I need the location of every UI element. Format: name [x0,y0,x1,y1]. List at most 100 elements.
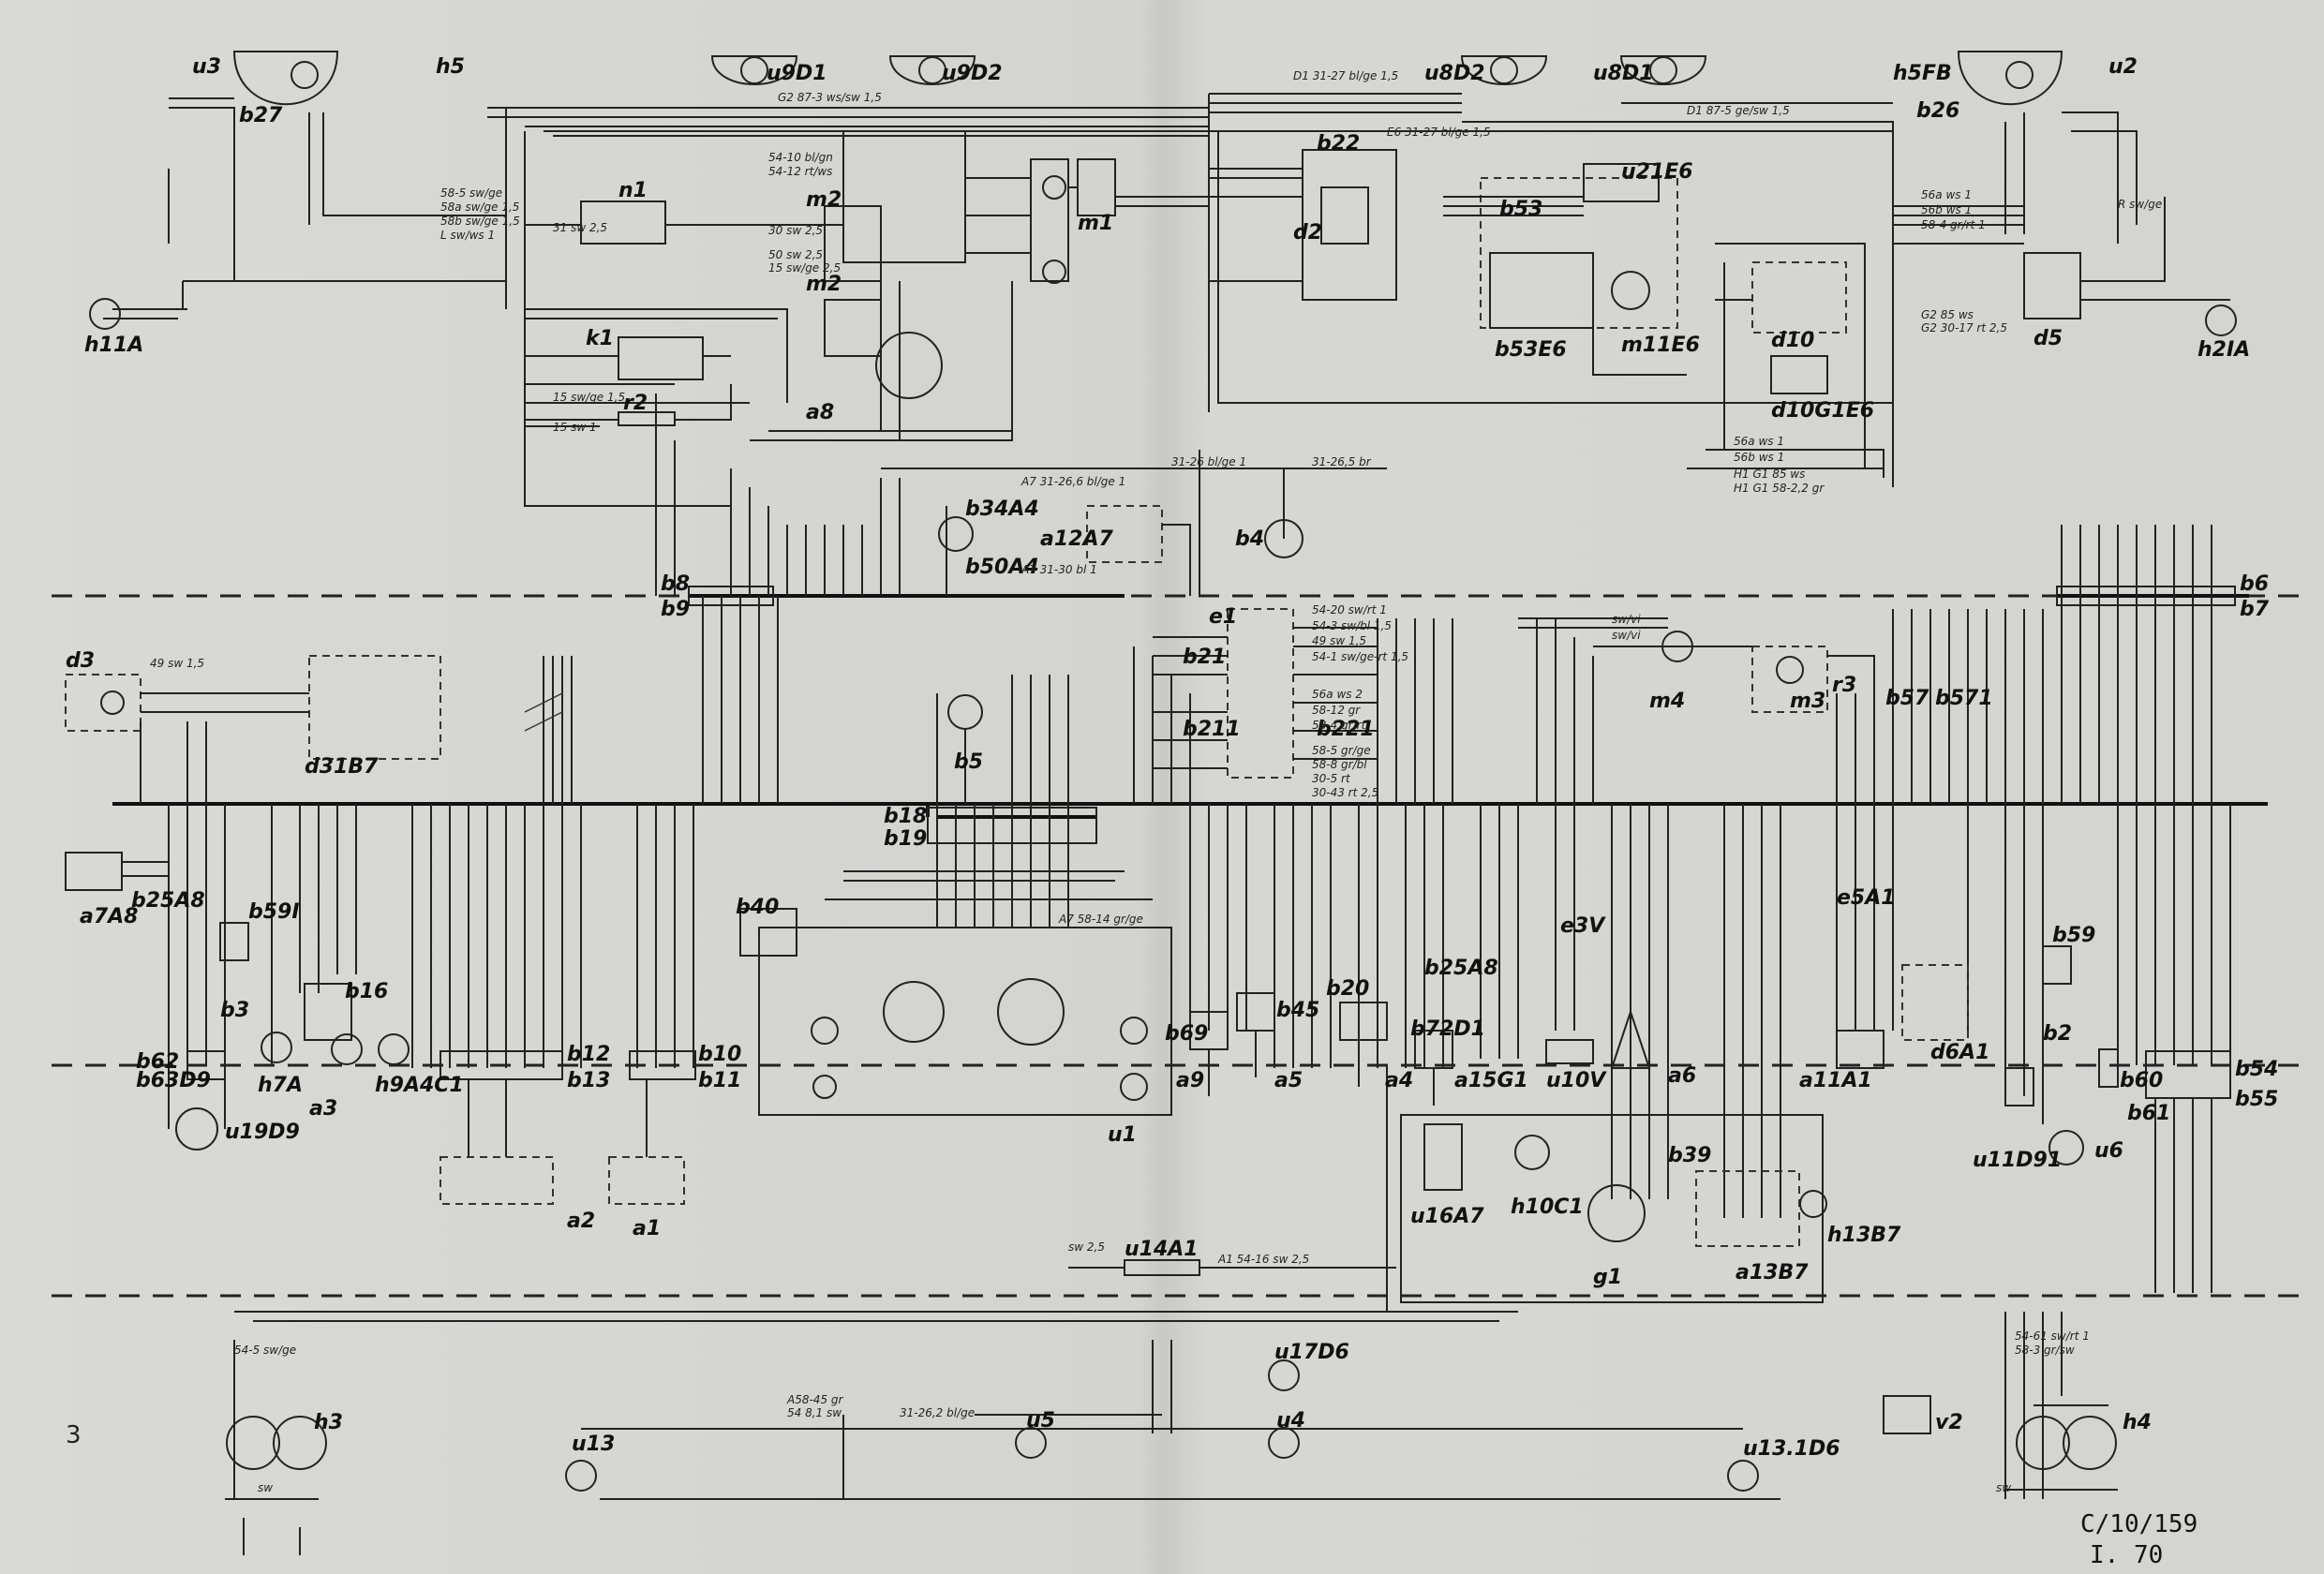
label-b34: b34A4 [965,497,1039,521]
label-b11: b11 [698,1069,741,1092]
wire-label: 56a ws 1 [1921,188,1972,201]
label-u17: u17D6 [1274,1341,1349,1364]
label-a4: a4 [1385,1069,1413,1092]
wire-label: 58a sw/ge 1,5 [440,200,519,214]
wire-label: 31 sw 2,5 [553,221,607,234]
label-a7: a7A8 [80,905,139,928]
label-b18: b18 [884,805,927,828]
wire-label: 58-12 gr [1312,704,1361,717]
label-h10: h10C1 [1511,1195,1584,1219]
label-h5: h5 [436,55,465,79]
label-b8: b8 [661,572,690,596]
middle-wiring [65,525,2212,804]
wire-label: 31-26,2 bl/ge [900,1406,975,1419]
label-m3: m3 [1790,690,1825,713]
label-k1: k1 [586,327,614,350]
wire-label: A7 31-30 bl 1 [1020,563,1097,576]
label-h7: h7A [258,1074,303,1097]
wire-labels: 58-5 sw/ge 58a sw/ge 1,5 58b sw/ge 1,5 L… [150,69,2162,1494]
label-u19: u19D9 [225,1121,300,1144]
label-u4: u4 [1276,1409,1305,1433]
label-b45: b45 [1276,999,1319,1022]
wire-label: 58-4 gr/rt [1312,719,1367,732]
label-b16: b16 [345,980,388,1003]
label-b19: b19 [884,827,927,851]
label-b211: b211 [1183,718,1241,741]
drawing-revision: I. 70 [2090,1541,2163,1569]
label-d10: d10 [1771,329,1814,352]
label-d6: d6A1 [1930,1041,1989,1064]
label-a6: a6 [1668,1064,1696,1088]
wire-label: H1 G1 85 ws [1734,468,1805,481]
label-a12: a12A7 [1040,527,1113,551]
component-labels: u3 h5 b27 h11A u9D1 u9D2 u8D2 u8D1 h5FB … [66,55,2278,1461]
wire-label: 15 sw/ge 1,5 [553,391,625,404]
label-b72: b72D1 [1410,1017,1485,1041]
label-m1: m1 [1078,212,1113,235]
label-b50: b50A4 [965,556,1039,579]
wire-label: 30 sw 2,5 [768,224,823,237]
wire-label: 58-8 gr/bl [1312,758,1367,771]
wire-label: 54-20 sw/rt 1 [1312,603,1387,616]
top-area-wiring [89,51,2237,596]
wire-label: sw [258,1481,273,1494]
label-b63: b63D9 [136,1069,211,1092]
label-u2: u2 [2108,55,2138,79]
label-h4: h4 [2123,1411,2152,1434]
label-u5: u5 [1026,1409,1055,1433]
label-h13: h13B7 [1827,1224,1901,1247]
label-n1: n1 [618,179,648,202]
wire-label: R sw/ge [2118,198,2162,211]
label-b12: b12 [567,1043,610,1066]
label-b6: b6 [2240,572,2269,596]
wire-label: 58-4 gr/rt 1 [1921,218,1986,231]
label-u6: u6 [2094,1139,2123,1163]
wire-label: 31-26,5 br [1312,455,1372,468]
wire-label: 58-3 gr/sw [2015,1344,2075,1357]
label-d31: d31B7 [305,755,379,779]
label-u9D2: u9D2 [942,62,1003,85]
label-a2: a2 [567,1210,595,1233]
label-d3: d3 [66,649,95,673]
wire-label: 49 sw 1,5 [1312,634,1366,647]
label-b69: b69 [1165,1022,1208,1046]
wire-label: E6 31-27 bl/ge 1,5 [1387,126,1491,139]
wire-label: sw [1996,1481,2011,1494]
label-u131: u13.1D6 [1743,1437,1840,1461]
label-b7: b7 [2240,598,2270,621]
label-b39: b39 [1668,1144,1711,1167]
label-b4: b4 [1235,527,1264,551]
wire-label: sw/vi [1612,629,1641,642]
label-b5: b5 [954,750,983,774]
label-d2: d2 [1293,221,1322,245]
label-h9: h9A4C1 [375,1074,464,1097]
label-a3: a3 [309,1097,337,1121]
label-u3: u3 [192,55,221,79]
wire-label: 54-5 sw/ge [234,1344,296,1357]
label-u10: u10V [1546,1069,1607,1092]
label-a13: a13B7 [1736,1261,1809,1284]
label-r2: r2 [623,392,648,415]
wire-label: 49 sw 1,5 [150,657,204,670]
label-b9: b9 [661,598,690,621]
wire-label: 54-1 sw/ge-rt 1,5 [1312,650,1408,663]
wire-label: A58-45 gr [786,1393,844,1406]
label-b61: b61 [2127,1102,2170,1125]
label-d10G1E6: d10G1E6 [1771,399,1874,423]
label-e1: e1 [1209,605,1237,629]
label-u11: u11D91 [1973,1149,2062,1172]
label-b21: b21 [1183,646,1226,669]
label-a5: a5 [1274,1069,1303,1092]
label-h3: h3 [314,1411,343,1434]
wire-label: D1 31-27 bl/ge 1,5 [1293,69,1398,82]
label-b25: b25A8 [131,889,205,913]
label-d5: d5 [2034,327,2063,350]
label-r3: r3 [1832,674,1856,697]
label-m11E6: m11E6 [1621,334,1700,357]
drawing-code: C/10/159 [2080,1510,2197,1538]
label-b53E6: b53E6 [1495,338,1567,362]
wire-label: 15 sw 1 [553,421,597,434]
wire-label: D1 87-5 ge/sw 1,5 [1687,104,1790,117]
